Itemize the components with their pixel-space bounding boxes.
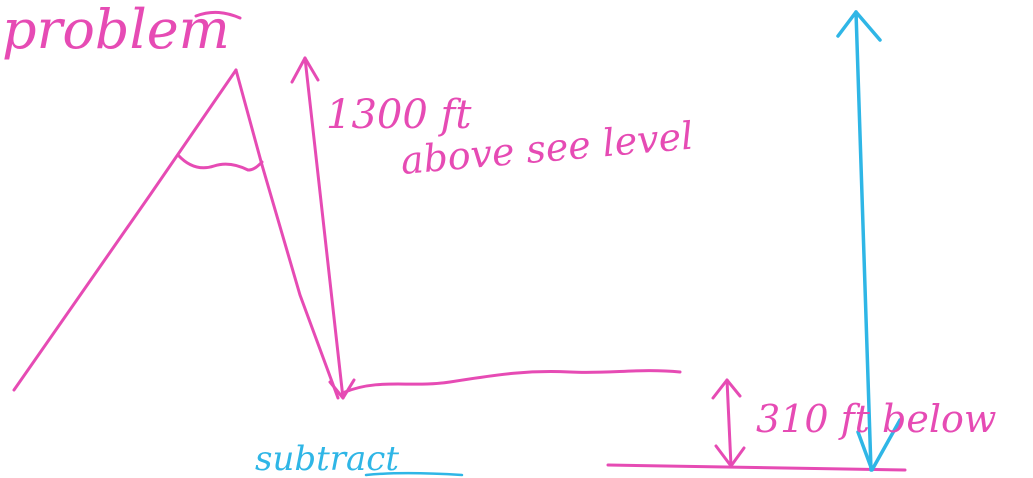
total-span-arrow: [836, 10, 902, 472]
operation-label: subtract: [255, 439, 399, 478]
operation-underline: [364, 471, 464, 477]
depth-below-label: 310 ft below: [756, 397, 996, 441]
mountain-right-slope: [234, 68, 340, 400]
title-underline-flourish: [194, 10, 242, 20]
mountain-left-slope: [12, 68, 238, 392]
seabed-line: [606, 463, 907, 472]
sea-level-line: [343, 369, 682, 394]
height-above-label: 1300 ft: [326, 92, 472, 138]
mountain-snowcap-line: [176, 153, 264, 172]
height-arrow: [290, 56, 356, 400]
depth-arrow: [711, 378, 746, 468]
title-label: problem: [2, 0, 230, 61]
mountain: [12, 68, 340, 400]
